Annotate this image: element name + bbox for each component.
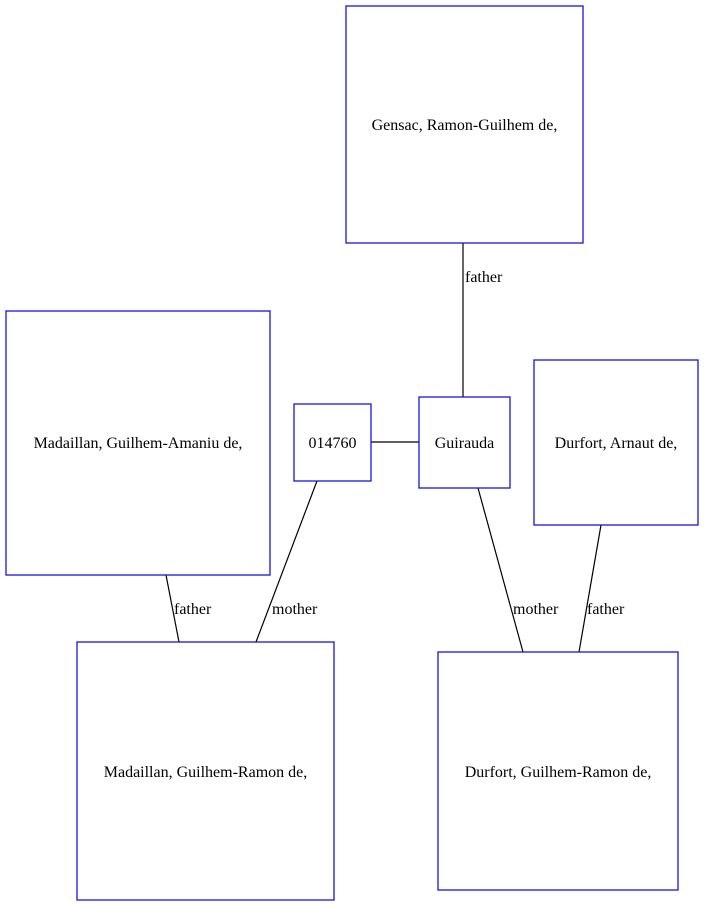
edge-label-father-durfort: father (587, 601, 625, 618)
node-label: Durfort, Guilhem-Ramon de, (465, 764, 652, 781)
edge-label-mother-durfort: mother (513, 601, 559, 618)
node-014760[interactable]: 014760 (293, 403, 372, 482)
node-label: Guirauda (435, 435, 495, 452)
edge-durfort-arnaut-durfort-gr (578, 524, 602, 653)
edge-labels: father father mother mother father (174, 269, 625, 618)
node-box (5, 310, 271, 576)
node-gensac[interactable]: Gensac, Ramon-Guilhem de, (345, 5, 584, 244)
node-guirauda[interactable]: Guirauda (418, 396, 511, 489)
edge-guirauda-durfort-gr (477, 487, 524, 653)
node-box (345, 5, 584, 244)
edges (165, 243, 602, 653)
node-durfort-arnaut[interactable]: Durfort, Arnaut de, (533, 359, 699, 526)
node-madaillan-guilhem-ramon[interactable]: Madaillan, Guilhem-Ramon de, (76, 641, 335, 901)
node-box (418, 396, 511, 489)
edge-id-madaillan-gr (255, 480, 318, 643)
node-label: Madaillan, Guilhem-Ramon de, (104, 764, 308, 781)
node-box (437, 651, 679, 891)
node-box (533, 359, 699, 526)
node-label: Durfort, Arnaut de, (555, 435, 678, 452)
edge-label-father-gensac: father (465, 269, 503, 286)
node-durfort-guilhem-ramon[interactable]: Durfort, Guilhem-Ramon de, (437, 651, 679, 891)
node-box (76, 641, 335, 901)
edge-label-mother-madaillan: mother (272, 601, 318, 618)
node-madaillan-guilhem-amaniu[interactable]: Madaillan, Guilhem-Amaniu de, (5, 310, 271, 576)
node-label: Gensac, Ramon-Guilhem de, (372, 117, 558, 134)
node-label: 014760 (309, 435, 357, 452)
edge-madaillan-ga-madaillan-gr (165, 574, 180, 643)
node-box (293, 403, 372, 482)
edge-label-father-madaillan: father (174, 601, 212, 618)
node-label: Madaillan, Guilhem-Amaniu de, (34, 435, 243, 452)
